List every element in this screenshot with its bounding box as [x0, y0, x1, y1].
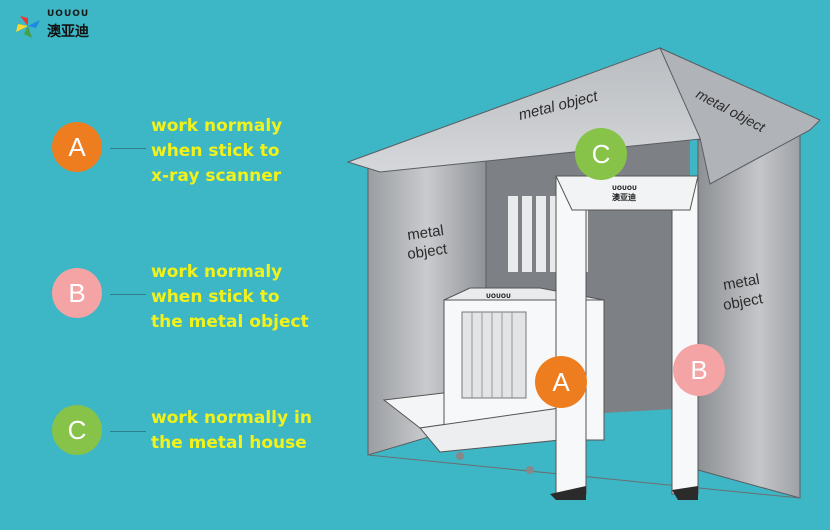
wall-left-label-line2: object — [406, 240, 449, 263]
connector-line — [110, 294, 146, 295]
wall-left-label-line1: metal — [406, 222, 445, 244]
feature-text-c: work normally in the metal house — [151, 406, 312, 456]
feature-text-b: work normaly when stick to the metal obj… — [151, 260, 309, 335]
feature-text-line: when stick to — [151, 141, 280, 161]
feature-row-b: B work normaly when stick to the metal o… — [52, 262, 382, 348]
gate-brand-cn: 澳亚迪 — [612, 192, 636, 202]
brand-name-latin: UOUOU — [47, 9, 90, 19]
walk-through-gate: UOUOU 澳亚迪 — [550, 175, 699, 500]
feature-text-line: when stick to — [151, 287, 280, 307]
feature-text-line: work normally in — [151, 408, 312, 428]
feature-text-a: work normaly when stick to x-ray scanner — [151, 114, 282, 189]
illustration-badge-c: C — [575, 128, 627, 180]
feature-text-line: x-ray scanner — [151, 166, 282, 186]
pinwheel-logo-icon — [16, 16, 40, 38]
brand-logo: UOUOU 澳亚迪 — [12, 8, 132, 42]
feature-text-line: work normaly — [151, 262, 283, 282]
connector-line — [110, 431, 146, 432]
metal-house-illustration: metal object metal object metal object m… — [346, 47, 820, 500]
gate-brand: UOUOU — [612, 185, 637, 192]
feature-row-a: A work normaly when stick to x-ray scann… — [52, 116, 382, 202]
circle-badge-a: A — [52, 122, 102, 172]
wall-right-label-line1: metal — [722, 271, 761, 294]
feature-text-line: work normaly — [151, 116, 283, 136]
scanner-brand: UOUOU — [486, 293, 511, 300]
feature-text-line: the metal object — [151, 312, 309, 332]
illustration-badge-a: A — [535, 356, 587, 408]
feature-text-line: the metal house — [151, 433, 307, 453]
wall-right-label-line2: object — [722, 290, 765, 314]
circle-badge-b: B — [52, 268, 102, 318]
roof-right — [659, 47, 820, 185]
feature-row-c: C work normally in the metal house — [52, 405, 382, 485]
illustration-badge-b: B — [673, 344, 725, 396]
brand-name-cn: 澳亚迪 — [47, 24, 89, 40]
circle-badge-c: C — [52, 405, 102, 455]
connector-line — [110, 148, 146, 149]
